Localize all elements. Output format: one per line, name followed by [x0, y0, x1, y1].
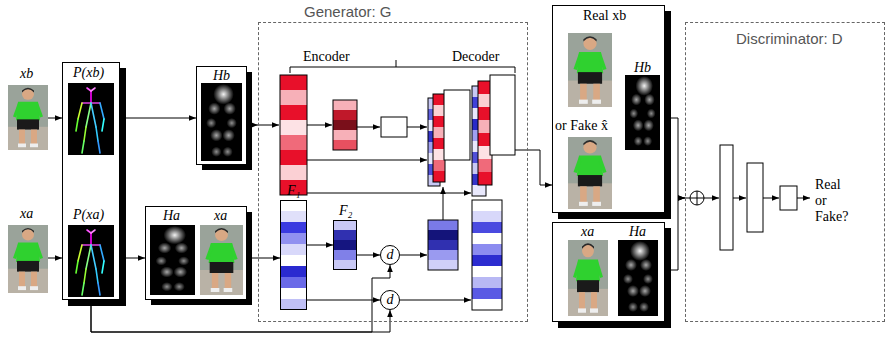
- connector: [48, 118, 62, 119]
- person-photo: [568, 240, 608, 316]
- deform-circle: d: [380, 290, 400, 310]
- node-text: Real xb: [583, 9, 626, 23]
- connector: [48, 258, 62, 259]
- internal-wires: [258, 125, 528, 300]
- pose-skeleton: [68, 225, 114, 297]
- node-text: Generator: G: [304, 4, 392, 19]
- node-text: d: [381, 248, 399, 262]
- feature-column: F₁: [280, 200, 307, 310]
- section-label: Decoder: [452, 49, 499, 65]
- node-text: Hb: [634, 61, 651, 75]
- connector: [528, 150, 552, 185]
- node-text: xa: [214, 209, 227, 223]
- node-text: Ha: [163, 209, 180, 223]
- connector: [120, 118, 196, 119]
- node-text: F₂: [339, 204, 352, 218]
- connector: [665, 198, 685, 270]
- heatmap-panel: Hb: [196, 66, 247, 165]
- decoder-column: [428, 220, 458, 270]
- person-photo: [568, 33, 612, 107]
- output-panel: Real xb or Fake x̂ Hb: [552, 5, 665, 213]
- node-text: d: [381, 293, 399, 307]
- node-text: or Fake x̂: [555, 119, 608, 133]
- connector: [357, 255, 380, 256]
- person-photo: [8, 85, 48, 150]
- connector: [247, 258, 280, 259]
- connector: [307, 300, 380, 301]
- connector: [247, 125, 258, 126]
- feature-column: [280, 200, 307, 310]
- feature-columns: [280, 75, 515, 310]
- node-text: P(xa): [73, 208, 104, 222]
- panel-shadows: [68, 11, 671, 328]
- person-photo: [8, 225, 48, 293]
- discriminator-net: [685, 145, 810, 250]
- photos-and-maps: [8, 33, 660, 316]
- decoder-stack: [428, 90, 470, 186]
- decoder-column: [472, 200, 502, 310]
- person-image: xb: [8, 85, 48, 150]
- feature-column: F₂: [333, 220, 357, 270]
- discriminator-region: Discriminator: D: [685, 22, 885, 322]
- connector: [91, 300, 390, 332]
- generator-region: Generator: GF₁F₂dd: [258, 22, 528, 322]
- section-label: Encoder: [303, 49, 350, 65]
- heatmap: [201, 83, 242, 161]
- encoder-column: [333, 100, 357, 150]
- node-text: Hb: [213, 69, 230, 83]
- node-text: xa: [581, 225, 594, 239]
- connector: [120, 258, 145, 259]
- decoder-stack: [472, 75, 515, 196]
- node-text: F₁: [287, 184, 300, 198]
- output-label: Real or Fake?: [815, 177, 853, 225]
- person-photo: [200, 225, 243, 295]
- deform-circle: d: [380, 245, 400, 265]
- feature-column: [333, 220, 357, 270]
- connector: [665, 118, 685, 198]
- node-text: xb: [20, 67, 33, 81]
- connector: [307, 245, 333, 246]
- heatmap: [150, 225, 195, 295]
- node-text: Ha: [629, 225, 646, 239]
- bottleneck-box: [381, 117, 407, 137]
- heatmap: [618, 240, 658, 316]
- pose-panel: P(xb) P(xa): [62, 62, 120, 300]
- node-text: P(xb): [73, 66, 104, 80]
- input-panel: Ha xa: [145, 206, 247, 300]
- condition-panel: xa Ha: [552, 222, 665, 322]
- person-image: xa: [8, 225, 48, 293]
- pose-skeleton: [68, 83, 114, 155]
- person-photo: [568, 137, 612, 209]
- node-text: Discriminator: D: [736, 31, 843, 46]
- encoder-column: [280, 75, 307, 195]
- heatmap: [625, 75, 660, 150]
- node-text: xa: [20, 207, 33, 221]
